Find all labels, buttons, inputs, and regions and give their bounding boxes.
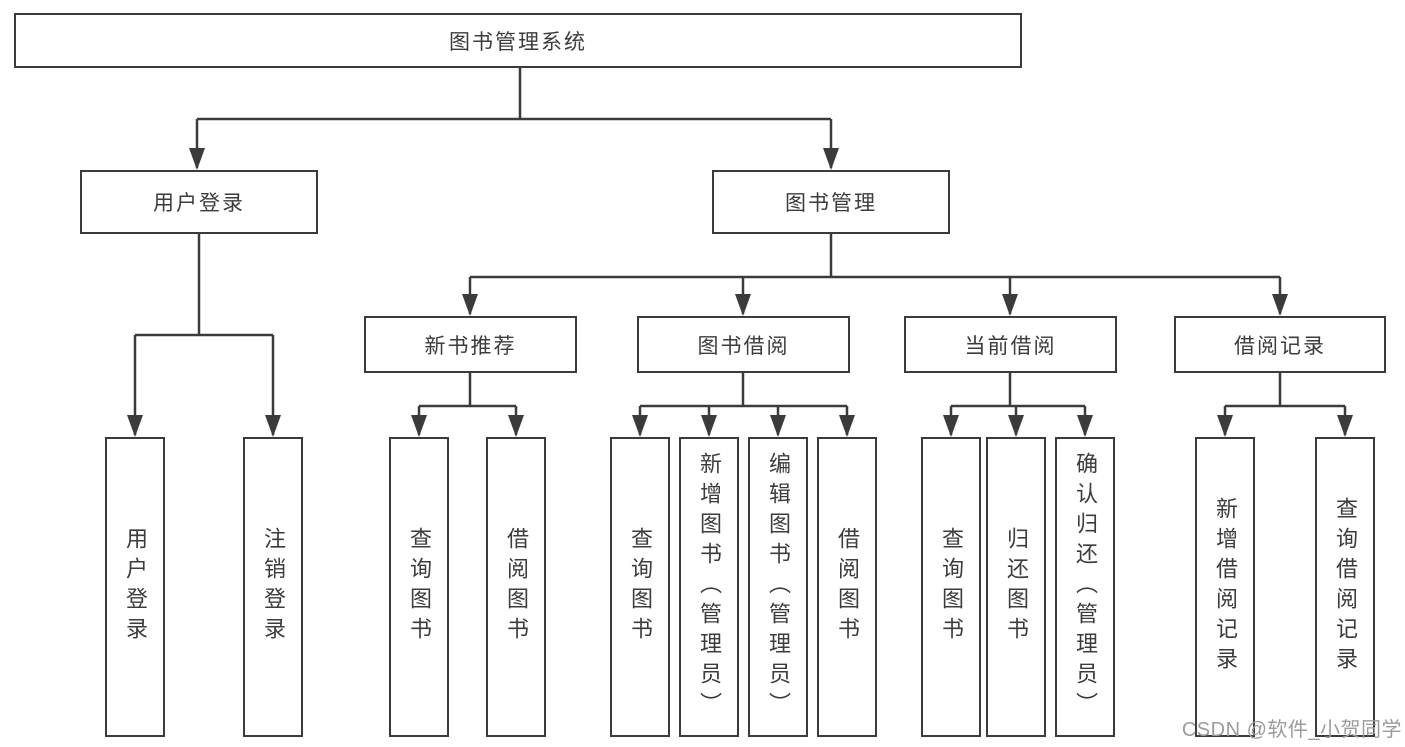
csdn-watermark: CSDN @软件_小贺同学 [1181, 719, 1402, 741]
leaf-query-book-3: 查询图书 [921, 437, 981, 737]
node-user-login: 用户登录 [80, 170, 318, 234]
leaf-logout: 注销登录 [243, 437, 303, 737]
leaf-borrow-book-1: 借阅图书 [486, 437, 546, 737]
leaf-borrow-book-2: 借阅图书 [817, 437, 877, 737]
node-book-management: 图书管理 [712, 170, 950, 234]
leaf-add-book-admin: 新增图书（管理员） [679, 437, 739, 737]
leaf-edit-book-admin: 编辑图书（管理员） [748, 437, 808, 737]
leaf-query-book-2: 查询图书 [610, 437, 670, 737]
leaf-user-login: 用户登录 [105, 437, 165, 737]
root-node-library-system: 图书管理系统 [14, 13, 1022, 68]
node-book-borrow: 图书借阅 [637, 316, 850, 373]
node-borrow-records: 借阅记录 [1174, 316, 1386, 373]
leaf-add-borrow-record: 新增借阅记录 [1195, 437, 1255, 737]
leaf-query-book-1: 查询图书 [389, 437, 449, 737]
leaf-return-book: 归还图书 [986, 437, 1046, 737]
node-current-borrow: 当前借阅 [904, 316, 1117, 373]
leaf-query-borrow-record: 查询借阅记录 [1315, 437, 1375, 737]
leaf-confirm-return-admin: 确认归还（管理员） [1055, 437, 1115, 737]
node-new-book-recommend: 新书推荐 [364, 316, 577, 373]
